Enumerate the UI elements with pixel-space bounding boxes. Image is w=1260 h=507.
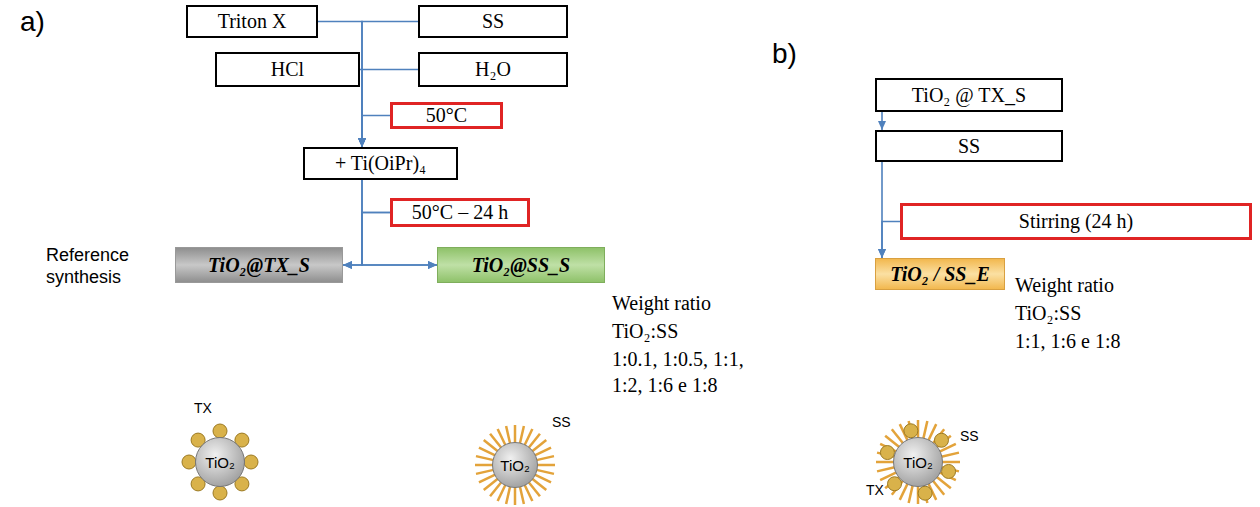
node-text: SS xyxy=(958,135,980,158)
surfactant-chain xyxy=(909,485,913,503)
surfactant-chain xyxy=(514,425,517,443)
reagent-box: SS xyxy=(418,5,568,38)
surfactant-chain xyxy=(514,487,517,505)
node-text: 50°C xyxy=(426,104,467,127)
ligand-dot xyxy=(918,486,932,500)
flow-connector xyxy=(343,180,362,265)
ligand-dot xyxy=(182,455,196,469)
ratio-text: TiO₂:SS xyxy=(612,318,678,344)
flow-connector xyxy=(343,213,390,266)
reagent-box: + Ti(OiPr)₄ xyxy=(303,147,458,180)
flow-connector xyxy=(362,116,390,148)
panel-label: b) xyxy=(772,38,797,70)
surfactant-chain xyxy=(525,485,533,501)
surfactant-chain xyxy=(498,429,506,445)
condition-box: Stirring (24 h) xyxy=(900,203,1252,240)
condition-box: 50°C xyxy=(390,102,503,129)
node-text: TiO₂ xyxy=(903,454,932,471)
surfactant-chain xyxy=(535,448,551,456)
note-text: Reference synthesis xyxy=(46,244,146,288)
node-text: TiO₂ xyxy=(500,457,529,474)
node-text: H₂O xyxy=(475,58,511,81)
surfactant-chain xyxy=(941,453,959,457)
particle-core: TiO₂ xyxy=(195,437,245,487)
ligand-label: TX xyxy=(194,400,212,416)
ratio-title: Weight ratio xyxy=(1015,272,1114,298)
product-box: TiO₂@SS_S xyxy=(437,247,605,283)
surfactant-chain xyxy=(877,467,895,471)
surfactant-chain xyxy=(536,456,554,460)
surfactant-chain xyxy=(476,470,494,474)
reagent-box: TiO₂ @ TX_S xyxy=(875,78,1063,112)
ratio-text: TiO₂:SS xyxy=(1015,300,1081,326)
surfactant-chain xyxy=(506,486,510,504)
surfactant-chain xyxy=(476,456,494,460)
reagent-box: Triton X xyxy=(186,5,318,38)
ligand-label: TX xyxy=(866,482,884,498)
node-text: TiO₂ / SS_E xyxy=(890,263,990,286)
flow-connector xyxy=(882,222,900,259)
surfactant-chain xyxy=(876,461,894,464)
node-text: TiO₂ @ TX_S xyxy=(912,84,1026,107)
node-text: HCl xyxy=(271,58,304,81)
surfactant-chain xyxy=(520,486,524,504)
particle-core: TiO₂ xyxy=(893,437,943,487)
surfactant-chain xyxy=(475,464,493,467)
ratio-title: Weight ratio xyxy=(612,290,711,316)
node-text: SS xyxy=(482,10,504,33)
node-text: + Ti(OiPr)₄ xyxy=(335,152,426,175)
ligand-dot xyxy=(213,424,227,438)
ligand-dot xyxy=(904,424,918,438)
surfactant-chain xyxy=(933,481,944,495)
product-box: TiO₂@TX_S xyxy=(175,247,343,283)
ligand-dot xyxy=(942,464,956,478)
node-text: 50°C – 24 h xyxy=(412,201,508,224)
surfactant-chain xyxy=(520,426,524,444)
node-text: Triton X xyxy=(218,10,287,33)
ratio-values: 1:0.1, 1:0.5, 1:1, 1:2, 1:6 e 1:8 xyxy=(612,346,768,398)
surfactant-chain xyxy=(537,464,555,467)
surfactant-chain xyxy=(536,470,554,474)
surfactant-chain xyxy=(942,461,960,464)
ratio-values: 1:1, 1:6 e 1:8 xyxy=(1015,328,1121,354)
flow-connector xyxy=(881,112,883,130)
ligand-dot xyxy=(213,486,227,500)
surfactant-chain xyxy=(892,429,903,443)
condition-box: 50°C – 24 h xyxy=(390,198,530,227)
ligand-label: SS xyxy=(552,414,571,430)
node-text: TiO₂ xyxy=(205,454,234,471)
reagent-box: H₂O xyxy=(418,52,568,87)
node-text: TiO₂@TX_S xyxy=(208,254,310,277)
product-box: TiO₂ / SS_E xyxy=(875,258,1005,290)
node-text: TiO₂@SS_S xyxy=(472,254,570,277)
panel-label: a) xyxy=(20,6,45,38)
ligand-label: SS xyxy=(960,428,979,444)
surfactant-chain xyxy=(923,421,927,439)
particle-core: TiO₂ xyxy=(492,442,538,488)
surfactant-chain xyxy=(479,475,495,483)
reagent-box: HCl xyxy=(215,52,360,87)
node-text: Stirring (24 h) xyxy=(1019,210,1133,233)
surfactant-chain xyxy=(506,426,510,444)
reagent-box: SS xyxy=(875,130,1063,162)
ligand-dot xyxy=(244,455,258,469)
